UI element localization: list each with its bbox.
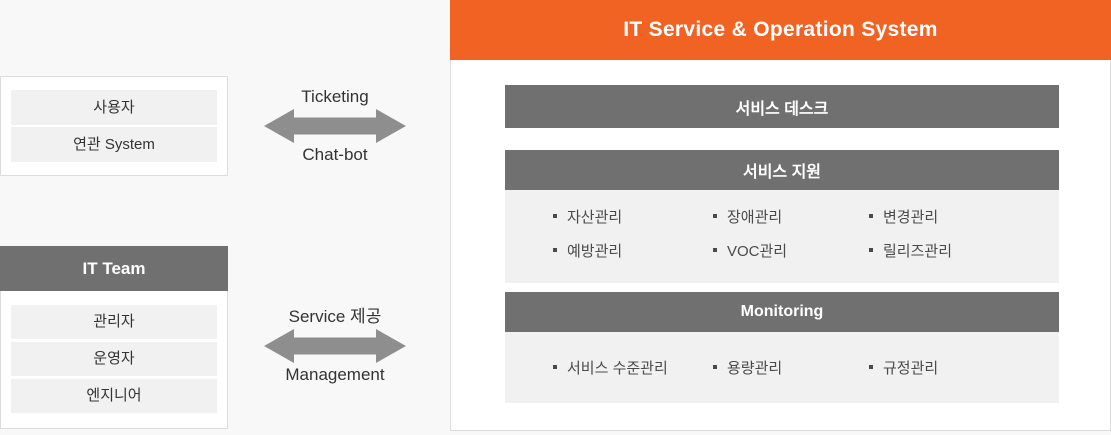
arrow-group-ticketing: Ticketing Chat-bot: [263, 86, 407, 166]
arrow-bottom-label: Chat-bot: [302, 145, 368, 164]
it-team-item-manager: 관리자: [11, 305, 217, 339]
item-label: 서비스 수준관리: [567, 359, 668, 377]
it-team-item-engineer: 엔지니어: [11, 379, 217, 413]
square-bullet-icon: [553, 214, 557, 218]
list-item: 자산관리: [553, 206, 713, 227]
list-item: 서비스 수준관리: [553, 357, 713, 378]
square-bullet-icon: [553, 248, 557, 252]
section-service-support: 서비스 지원 자산관리 장애관리 변경관리 예방관리 VOC관리 릴리즈관리: [505, 150, 1059, 283]
list-item: 변경관리: [869, 206, 1059, 227]
list-item: 용량관리: [713, 357, 869, 378]
double-arrow-icon: [264, 329, 406, 363]
section-monitoring-title: Monitoring: [505, 292, 1059, 332]
item-label: 변경관리: [883, 208, 939, 226]
square-bullet-icon: [713, 214, 717, 218]
item-label: 장애관리: [727, 208, 783, 226]
list-item: 장애관리: [713, 206, 869, 227]
users-box-item-related-system: 연관 System: [11, 127, 217, 162]
list-item: 규정관리: [869, 357, 1059, 378]
it-team-body: 관리자 운영자 엔지니어: [1, 291, 227, 427]
item-label: VOC관리: [727, 242, 788, 260]
double-arrow-icon: [264, 109, 406, 143]
list-item: VOC관리: [713, 240, 869, 261]
item-label: 자산관리: [567, 208, 623, 226]
arrow-top-label: Ticketing: [301, 87, 369, 106]
list-item: 예방관리: [553, 240, 713, 261]
it-service-panel: IT Service & Operation System 서비스 데스크 서비…: [450, 0, 1111, 431]
it-team-item-operator: 운영자: [11, 342, 217, 376]
section-monitoring-items: 서비스 수준관리 용량관리 규정관리: [505, 332, 1059, 403]
panel-title: IT Service & Operation System: [450, 0, 1111, 60]
section-service-support-items: 자산관리 장애관리 변경관리 예방관리 VOC관리 릴리즈관리: [505, 190, 1059, 283]
square-bullet-icon: [553, 365, 557, 369]
it-team-box: IT Team 관리자 운영자 엔지니어: [0, 246, 228, 429]
arrow-bottom-label: Management: [285, 365, 385, 384]
section-monitoring: Monitoring 서비스 수준관리 용량관리 규정관리: [505, 292, 1059, 403]
arrow-top-label: Service 제공: [288, 307, 382, 326]
list-item: 릴리즈관리: [869, 240, 1059, 261]
square-bullet-icon: [713, 248, 717, 252]
item-label: 규정관리: [883, 359, 939, 377]
users-box: 사용자 연관 System: [0, 76, 228, 176]
item-label: 릴리즈관리: [883, 242, 953, 260]
square-bullet-icon: [869, 214, 873, 218]
square-bullet-icon: [713, 365, 717, 369]
section-service-desk: 서비스 데스크: [505, 85, 1059, 128]
it-team-header: IT Team: [0, 246, 228, 291]
item-label: 용량관리: [727, 359, 783, 377]
square-bullet-icon: [869, 365, 873, 369]
square-bullet-icon: [869, 248, 873, 252]
users-box-item-user: 사용자: [11, 90, 217, 125]
arrow-group-service: Service 제공 Management: [263, 306, 407, 386]
item-label: 예방관리: [567, 242, 623, 260]
section-service-support-title: 서비스 지원: [505, 150, 1059, 190]
